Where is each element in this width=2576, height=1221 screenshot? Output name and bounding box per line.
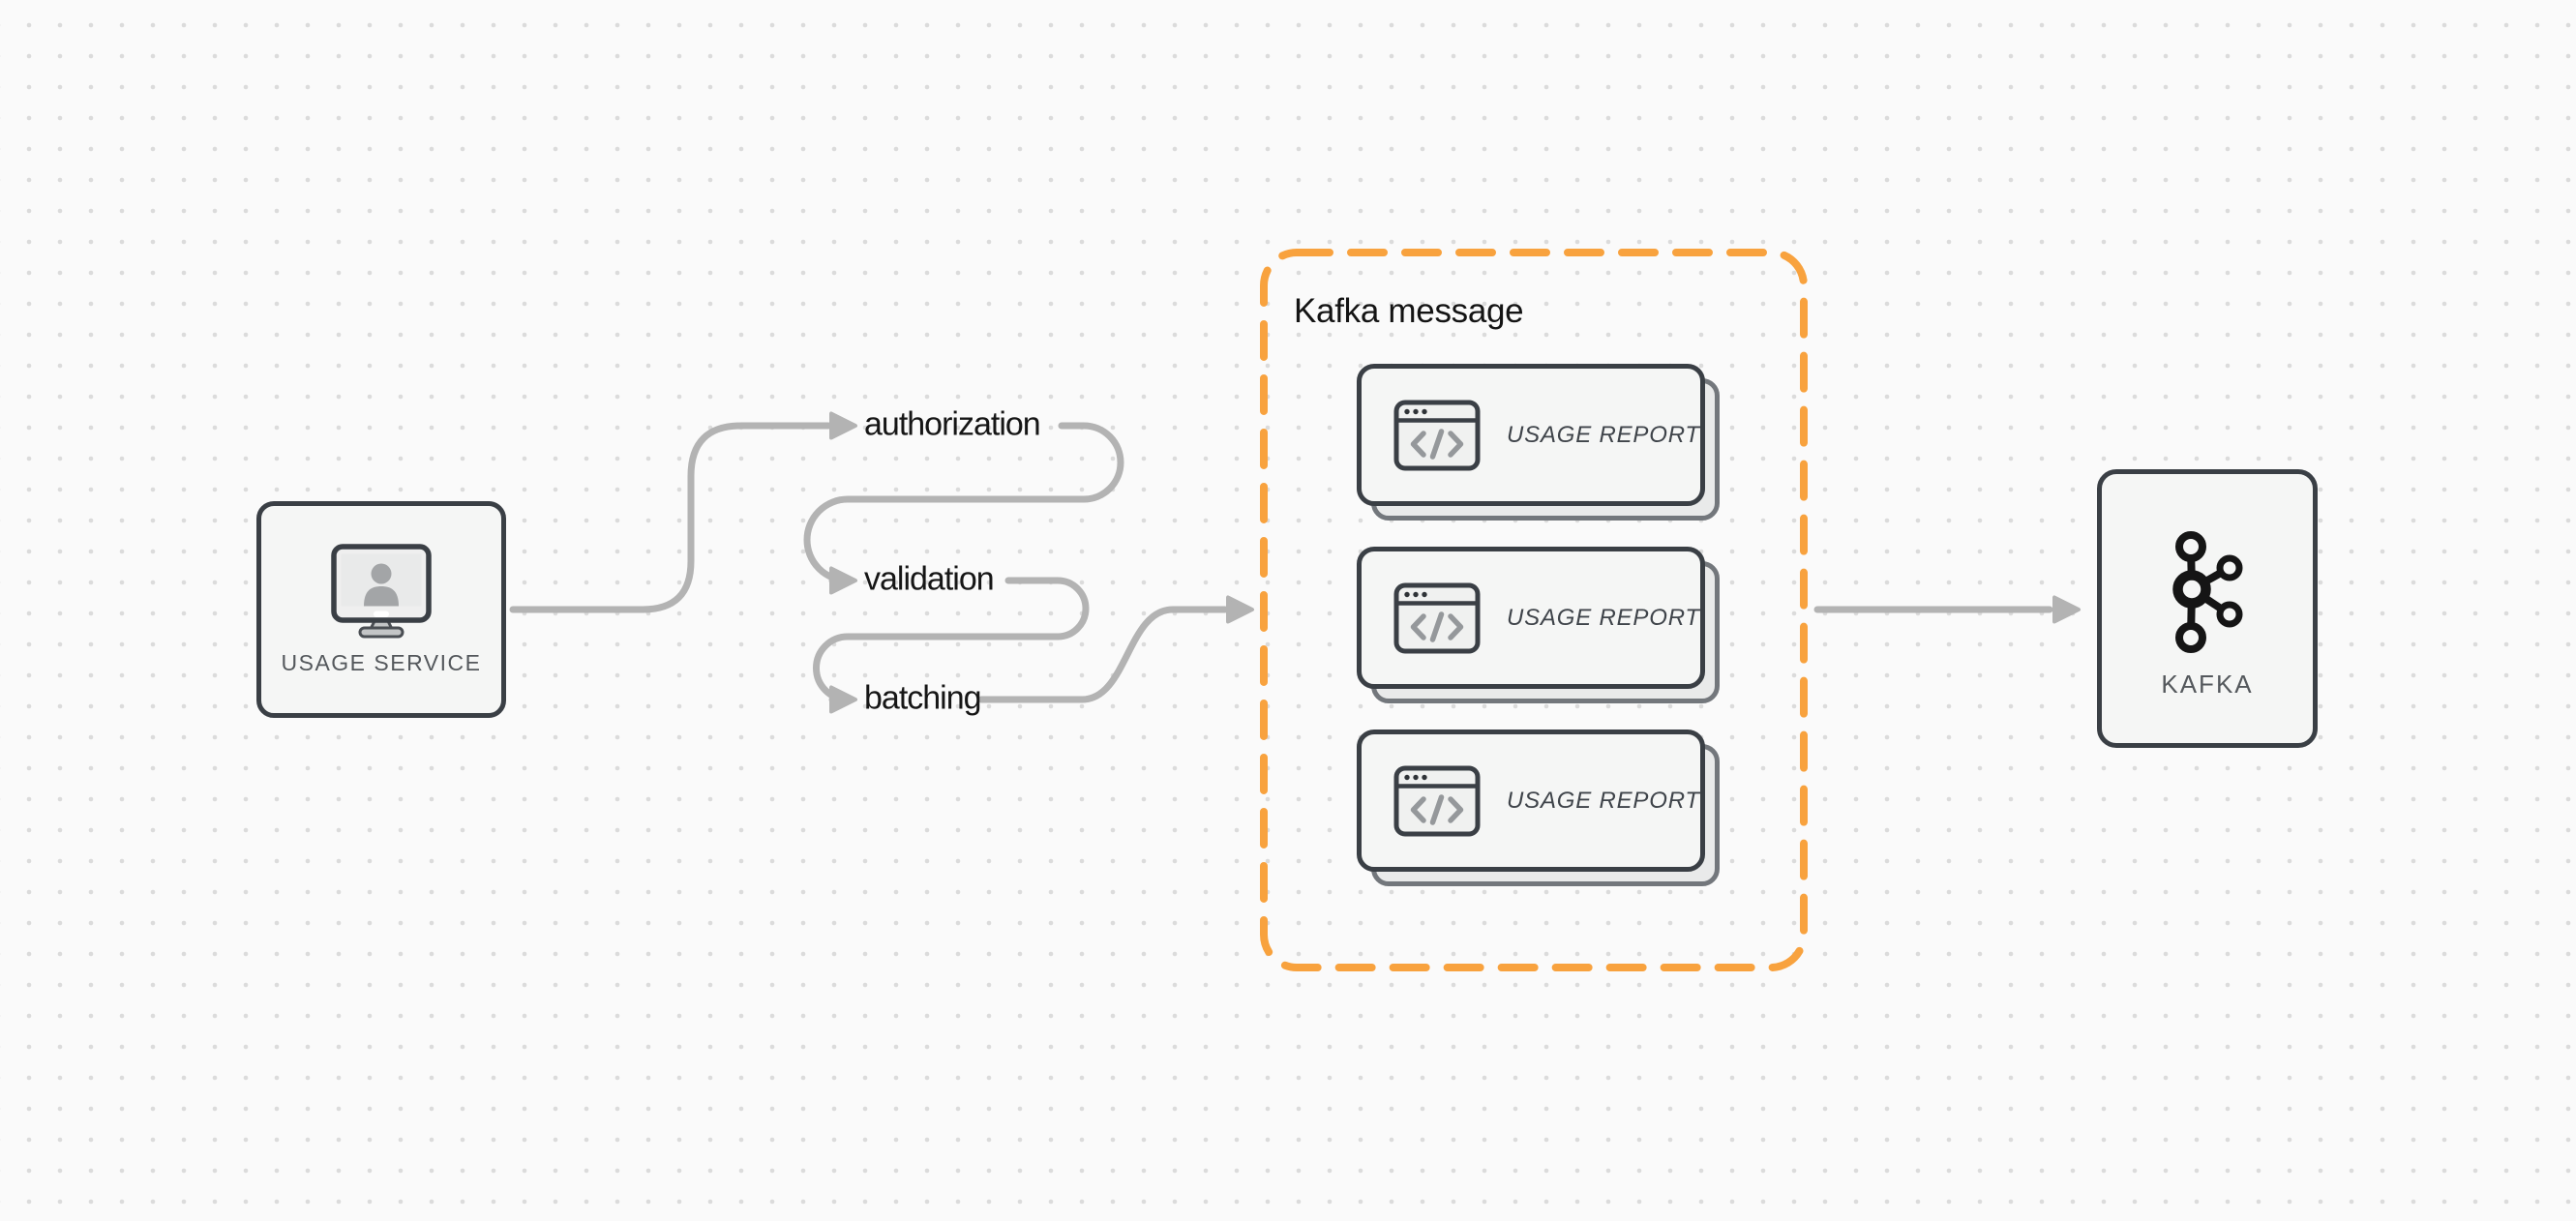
arrowhead-authorization — [829, 411, 857, 440]
usage-report-label: USAGE REPORT — [1507, 421, 1700, 448]
usage-report-label: USAGE REPORT — [1507, 787, 1700, 814]
node-kafka: KAFKA — [2097, 469, 2318, 748]
usage-report-label: USAGE REPORT — [1507, 604, 1700, 631]
connector-usage-service-to-authorization — [509, 422, 832, 613]
arrowhead-batching — [829, 685, 857, 714]
kafka-message-group-title: Kafka message — [1294, 292, 1524, 330]
usage-report-card-stack: USAGE REPORT — [1357, 547, 1720, 703]
arrowhead-validation — [829, 566, 857, 595]
usage-report-card-stack: USAGE REPORT — [1357, 364, 1720, 521]
usage-report-card: USAGE REPORT — [1357, 547, 1705, 689]
step-label-validation: validation — [864, 560, 995, 598]
node-usage-service: USAGE SERVICE — [256, 501, 506, 718]
kafka-logo-icon — [2172, 530, 2243, 653]
connector-authorization-to-validation — [803, 422, 1124, 584]
kafka-label: KAFKA — [2161, 669, 2254, 699]
step-label-batching: batching — [864, 679, 982, 717]
monitor-user-icon — [331, 543, 432, 638]
usage-service-label: USAGE SERVICE — [281, 649, 482, 675]
kafka-message-group-border — [1260, 249, 1808, 971]
usage-report-card: USAGE REPORT — [1357, 730, 1705, 872]
code-window-icon — [1393, 582, 1481, 653]
step-label-authorization: authorization — [864, 405, 1041, 443]
connector-validation-to-batching — [813, 577, 1090, 703]
usage-report-card: USAGE REPORT — [1357, 364, 1705, 506]
arrowhead-kafka-message — [1226, 595, 1254, 624]
connector-batching-to-kafka-message — [977, 606, 1229, 703]
arrowhead-kafka — [2052, 595, 2081, 624]
usage-report-card-stack: USAGE REPORT — [1357, 730, 1720, 886]
code-window-icon — [1393, 400, 1481, 470]
code-window-icon — [1393, 765, 1481, 836]
